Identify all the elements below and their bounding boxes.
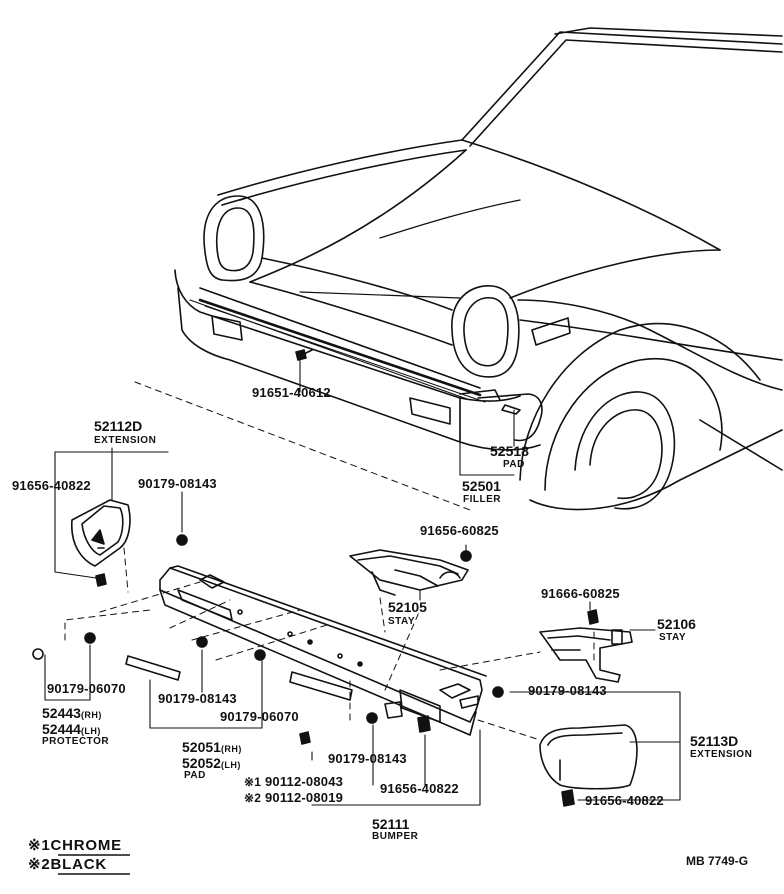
wheel — [519, 322, 783, 511]
nut-90179-08143-mid — [196, 636, 208, 648]
pad-52051 — [125, 655, 181, 681]
label-90179-06070-mid: 90179-06070 — [220, 709, 299, 724]
nut-90179-06070-left — [84, 632, 96, 644]
label-52111: 52111 — [372, 816, 410, 832]
nut-90179-08143-top — [176, 534, 188, 546]
bolt-91656-40822-left — [95, 573, 107, 587]
legend-item-black: ※2BLACK — [28, 857, 107, 872]
label-90112-08019-number: 90112-08019 — [264, 790, 344, 805]
label-91656-40822-mid: 91656-40822 — [380, 781, 459, 796]
nut-90179-08143-lower — [366, 712, 378, 724]
pad-52052 — [289, 671, 353, 701]
label-91651-40612: 91651-40612 — [252, 385, 331, 400]
front-bumper-on-car — [174, 269, 543, 451]
hood — [217, 139, 721, 251]
label-90112-08019: ※2 90112-08019 — [244, 791, 343, 804]
bolt-90112 — [299, 731, 311, 745]
legend-mark-1: ※1 — [28, 837, 51, 854]
pad-block — [384, 701, 403, 719]
label-52518: 52518 — [490, 443, 529, 459]
label-90179-08143-right: 90179-08143 — [528, 683, 607, 698]
label-52113D: 52113D — [690, 733, 739, 749]
leader-lines — [44, 357, 681, 806]
label-52444-side: (LH) — [80, 726, 101, 736]
stay-52106 — [539, 627, 633, 683]
windshield — [461, 31, 783, 141]
label-52501: 52501 — [462, 478, 501, 494]
label-52052-side: (LH) — [220, 760, 241, 770]
bolt-91656-40822-right — [561, 789, 575, 807]
label-52111-name: BUMPER — [372, 831, 419, 842]
label-90179-08143-lower: 90179-08143 — [328, 751, 407, 766]
label-90112-08019-mark: ※2 — [244, 791, 262, 805]
label-52051-number: 52051 — [182, 739, 221, 755]
label-90179-08143-mid: 90179-08143 — [158, 691, 237, 706]
label-91656-40822-left: 91656-40822 — [12, 478, 91, 493]
label-52444-number: 52444 — [42, 721, 81, 737]
legend-text-black: BLACK — [50, 856, 108, 873]
label-52443-side: (RH) — [80, 710, 102, 720]
label-52113D-name: EXTENSION — [690, 749, 753, 760]
label-90179-06070-left: 90179-06070 — [47, 681, 126, 696]
nut-90179-06070-mid — [254, 649, 266, 661]
dashed-lines — [64, 381, 595, 741]
label-90112-08043-number: 90112-08043 — [264, 774, 344, 789]
label-52106: 52106 — [657, 616, 696, 632]
right-extension — [539, 724, 638, 790]
label-90179-08143-top: 90179-08143 — [138, 476, 217, 491]
label-52444-name: PROTECTOR — [42, 736, 110, 747]
car-body — [174, 27, 783, 511]
label-52106-name: STAY — [659, 632, 687, 643]
label-91656-40822-right: 91656-40822 — [585, 793, 664, 808]
label-52112D: 52112D — [94, 418, 143, 434]
nut-left-protector — [32, 648, 44, 660]
bolt-91666-60825 — [587, 609, 599, 625]
label-52051: 52051(RH) — [182, 740, 242, 754]
label-52051-side: (RH) — [220, 744, 242, 754]
label-52052-number: 52052 — [182, 755, 221, 771]
legend-mark-2: ※2 — [28, 856, 51, 873]
label-90112-08043-mark: ※1 — [244, 775, 262, 789]
side-marker — [531, 317, 571, 346]
label-52443-number: 52443 — [42, 705, 81, 721]
left-headlight — [203, 195, 265, 282]
label-52052: 52052(LH) — [182, 756, 241, 770]
label-91666-60825: 91666-60825 — [541, 586, 620, 601]
legend-text-chrome: CHROME — [50, 837, 122, 854]
label-52052-name: PAD — [184, 770, 206, 781]
label-52105: 52105 — [388, 599, 427, 615]
left-extension — [71, 499, 131, 567]
label-52443: 52443(RH) — [42, 706, 102, 720]
stay-52105 — [349, 549, 469, 596]
bumper-bar — [159, 565, 487, 736]
right-headlight — [451, 285, 520, 378]
diagram-code: MB 7749-G — [686, 854, 749, 868]
label-90112-08043: ※1 90112-08043 — [244, 775, 343, 788]
label-52444: 52444(LH) — [42, 722, 101, 736]
label-52112D-name: EXTENSION — [94, 435, 157, 446]
label-91656-60825: 91656-60825 — [420, 523, 499, 538]
label-52105-name: STAY — [388, 616, 416, 627]
label-52518-name: PAD — [503, 459, 525, 470]
legend-item-chrome: ※1CHROME — [28, 838, 122, 853]
label-52501-name: FILLER — [463, 494, 501, 505]
bolt-91656-40822-mid — [417, 715, 431, 733]
nut-90179-08143-right — [492, 686, 504, 698]
